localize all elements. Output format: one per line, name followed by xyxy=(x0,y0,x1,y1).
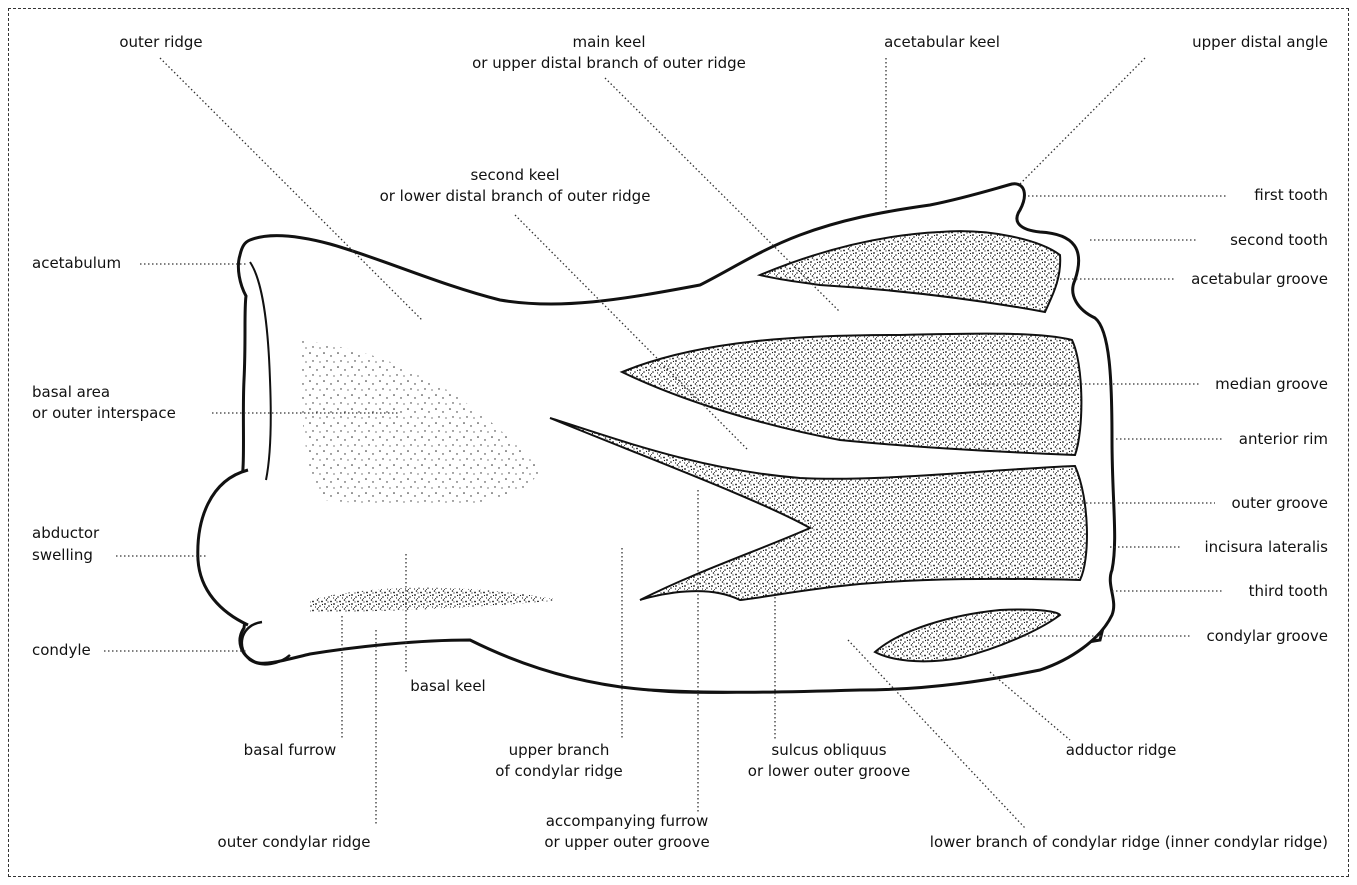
label-main-keel: main keel xyxy=(572,32,645,53)
label-outer-ridge: outer ridge xyxy=(119,32,202,53)
label-lower-branch: lower branch of condylar ridge (inner co… xyxy=(930,832,1328,853)
label-outer-condylar-ridge: outer condylar ridge xyxy=(218,832,371,853)
label-basal-furrow: basal furrow xyxy=(244,740,337,761)
label-second-keel-sub: or lower distal branch of outer ridge xyxy=(380,186,651,207)
label-basal-keel: basal keel xyxy=(410,676,485,697)
label-incisura-lateralis: incisura lateralis xyxy=(1204,537,1328,558)
label-accompanying-furrow: accompanying furrow xyxy=(546,811,709,832)
label-accompanying-furrow-sub: or upper outer groove xyxy=(544,832,709,853)
label-third-tooth: third tooth xyxy=(1249,581,1328,602)
abductor-swelling xyxy=(198,470,248,625)
label-upper-distal-angle: upper distal angle xyxy=(1192,32,1328,53)
label-sulcus-obliquus-sub: or lower outer groove xyxy=(748,761,910,782)
label-outer-groove: outer groove xyxy=(1231,493,1328,514)
label-basal-area: basal area xyxy=(32,382,110,403)
label-sulcus-obliquus: sulcus obliquus xyxy=(771,740,886,761)
leader-upper-distal-angle xyxy=(1018,58,1145,186)
label-main-keel-sub: or upper distal branch of outer ridge xyxy=(472,53,746,74)
label-abductor: abductor xyxy=(32,523,99,544)
label-median-groove: median groove xyxy=(1215,374,1328,395)
label-anterior-rim: anterior rim xyxy=(1239,429,1328,450)
label-adductor-ridge: adductor ridge xyxy=(1066,740,1177,761)
label-condyle: condyle xyxy=(32,640,91,661)
label-upper-branch: upper branch xyxy=(509,740,610,761)
label-swelling: swelling xyxy=(32,545,93,566)
label-acetabulum: acetabulum xyxy=(32,253,121,274)
label-acetabular-groove: acetabular groove xyxy=(1191,269,1328,290)
label-second-tooth: second tooth xyxy=(1230,230,1328,251)
label-acetabular-keel: acetabular keel xyxy=(884,32,1000,53)
label-basal-area-sub: or outer interspace xyxy=(32,403,176,424)
label-second-keel: second keel xyxy=(470,165,559,186)
label-first-tooth: first tooth xyxy=(1254,185,1328,206)
leader-adductor-ridge xyxy=(990,672,1070,740)
label-upper-branch-sub: of condylar ridge xyxy=(495,761,622,782)
label-condylar-groove: condylar groove xyxy=(1207,626,1328,647)
